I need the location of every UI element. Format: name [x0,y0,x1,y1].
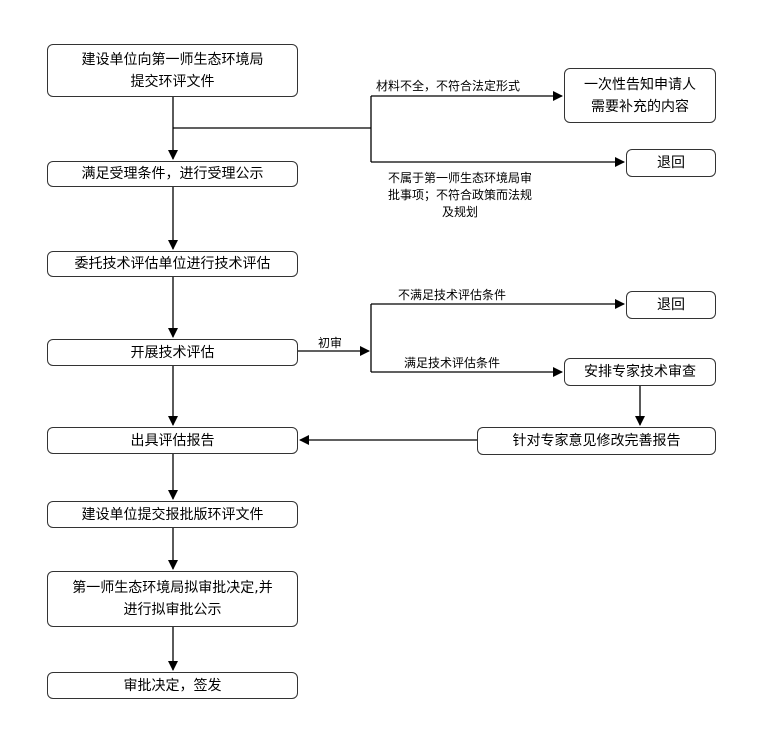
label-not-meet: 不满足技术评估条件 [398,288,507,302]
label-preliminary: 初审 [318,336,343,350]
label-incomplete: 材料不全，不符合法定形式 [376,79,521,93]
step-report: 出具评估报告 [47,427,298,454]
label-not-jurisdiction: 不属于第一师生态环境局审 批事项；不符合政策而法规 及规划 [387,171,532,219]
box-return-mid: 退回 [626,291,716,319]
box-return-top: 退回 [626,149,716,177]
label-meet: 满足技术评估条件 [404,356,501,370]
step-approval-docs: 建设单位提交报批版环评文件 [47,501,298,528]
step-submit: 建设单位向第一师生态环境局 提交环评文件 [47,44,298,97]
step-draft-decision: 第一师生态环境局拟审批决定,并 进行拟审批公示 [47,571,298,627]
step-final: 审批决定，签发 [47,672,298,699]
step-accept: 满足受理条件，进行受理公示 [47,161,298,187]
step-evaluate: 开展技术评估 [47,339,298,366]
box-revise: 针对专家意见修改完善报告 [477,427,716,455]
box-expert-review: 安排专家技术审查 [564,358,716,386]
box-notify: 一次性告知申请人 需要补充的内容 [564,68,716,123]
step-entrust: 委托技术评估单位进行技术评估 [47,251,298,277]
